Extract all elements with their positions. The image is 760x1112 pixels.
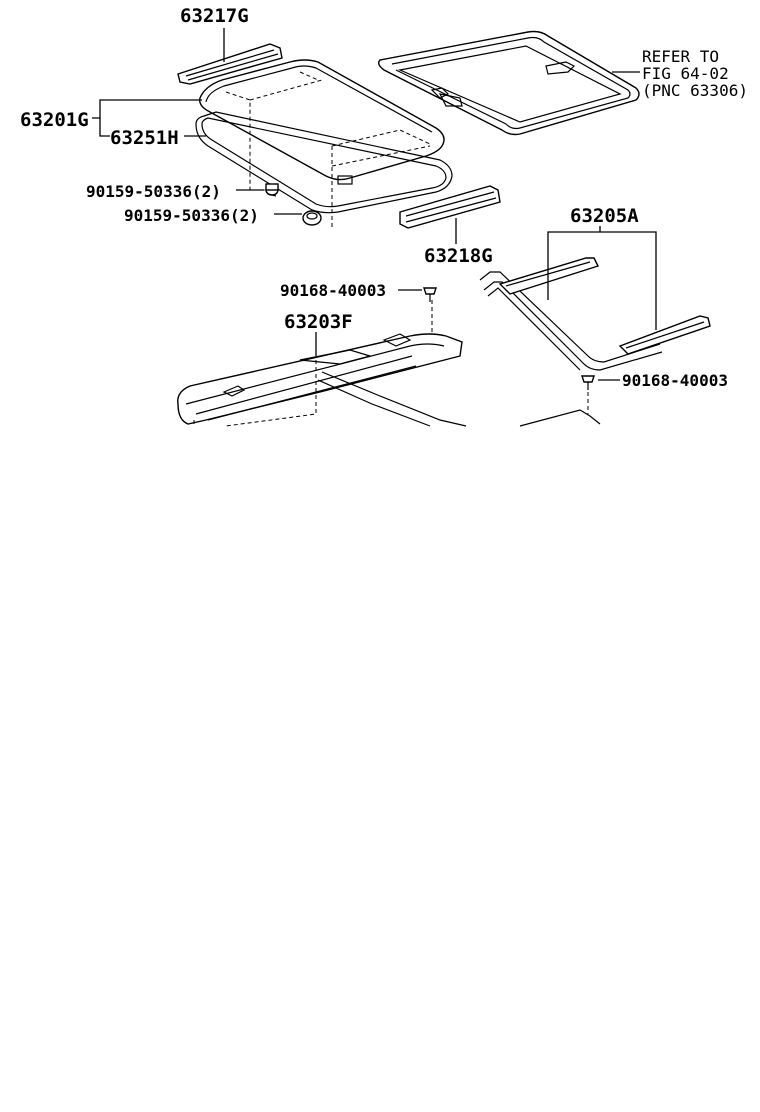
label-63203f: 63203F (284, 311, 353, 333)
note-line-3: (PNC 63306) (642, 81, 748, 100)
part-63201g-drawing (199, 59, 445, 185)
screw-icon (581, 375, 595, 390)
sunshade-drawing (377, 30, 640, 136)
clip-icon (302, 210, 322, 226)
part-63218g-drawing (399, 185, 501, 229)
part-63203f-drawing (177, 333, 601, 427)
part-63217g-drawing (177, 43, 283, 85)
label-90159-50336-a: 90159-50336(2) (86, 182, 221, 201)
label-63201g: 63201G (20, 109, 89, 131)
part-63251h-drawing (195, 111, 453, 214)
label-63218g: 63218G (424, 245, 493, 267)
bolt-icon (265, 183, 279, 197)
label-90168-40003-a: 90168-40003 (280, 281, 386, 300)
note-line-2: FIG 64-02 (642, 64, 729, 83)
note-line-1: REFER TO (642, 47, 719, 66)
label-90159-50336-b: 90159-50336(2) (124, 206, 259, 225)
label-63217g: 63217G (180, 5, 249, 27)
label-63251h: 63251H (110, 127, 179, 149)
screw-icon (423, 287, 437, 302)
part-63205a-drawing (479, 257, 711, 371)
label-90168-40003-b: 90168-40003 (622, 371, 728, 390)
label-63205a: 63205A (570, 205, 639, 227)
